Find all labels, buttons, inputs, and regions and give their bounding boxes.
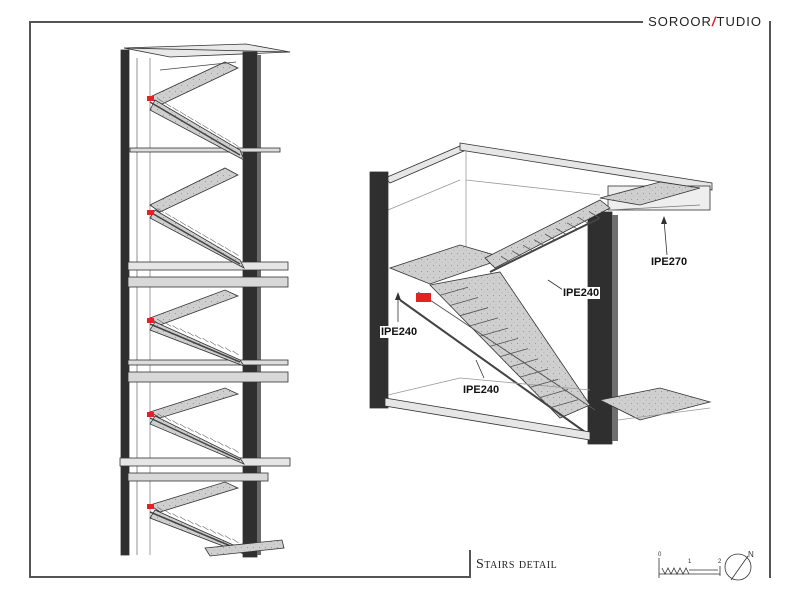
frame-top-left xyxy=(29,21,643,23)
scale-bar xyxy=(658,558,721,578)
label-ipe240-mid: IPE240 xyxy=(562,287,601,299)
flight-4 xyxy=(149,387,246,465)
frame-right xyxy=(769,21,771,578)
top-beam-back xyxy=(459,142,713,191)
connector-plate xyxy=(147,96,154,101)
stair-detail xyxy=(369,142,713,445)
brand-logo: SOROOR/TUDIO xyxy=(648,14,762,29)
scale-zigzag xyxy=(661,567,690,575)
connector-plate xyxy=(147,504,154,509)
column-left xyxy=(120,49,130,556)
label-ipe270: IPE270 xyxy=(650,256,689,268)
top-beam-left xyxy=(384,145,467,184)
leader-ipe240-bottom xyxy=(475,359,485,379)
floor-beam-3 xyxy=(127,359,289,366)
column-right-detail xyxy=(587,211,613,445)
label-ipe240-bottom: IPE240 xyxy=(462,384,501,396)
title-divider xyxy=(469,550,471,578)
top-landing xyxy=(599,181,701,206)
brand-slash: / xyxy=(711,14,717,29)
flight-2 xyxy=(149,167,245,269)
floor-beam-2 xyxy=(127,261,289,271)
bottom-beam xyxy=(384,397,591,441)
north-label: N xyxy=(748,550,754,559)
flight-3 xyxy=(149,289,246,367)
north-arrow xyxy=(724,553,752,581)
connector-plate-detail xyxy=(416,293,431,302)
scale-tick-0: 0 xyxy=(658,552,662,558)
frame-bottom xyxy=(29,576,471,578)
column-right-web xyxy=(257,55,261,555)
sheet-title: Stairs detail xyxy=(476,557,558,572)
connector-plate xyxy=(147,318,154,323)
stair-tower xyxy=(119,43,291,558)
tower-base-landing xyxy=(204,539,285,557)
label-ipe240-left: IPE240 xyxy=(380,326,419,338)
floor-beam-1 xyxy=(129,147,281,153)
tower-treads xyxy=(157,98,239,544)
scale-tick-1: 1 xyxy=(688,559,692,565)
bottom-landing xyxy=(598,387,712,421)
floor-beam-4-lower xyxy=(127,472,269,482)
connector-plate xyxy=(147,210,154,215)
upper-flight xyxy=(484,199,611,269)
connector-plate xyxy=(147,412,154,417)
floor-beam-3-lower xyxy=(127,371,289,383)
floor-beam-2-lower xyxy=(127,276,289,288)
leader-ipe270 xyxy=(663,219,668,256)
brand-right: TUDIO xyxy=(716,14,762,29)
tower-roof-beam xyxy=(123,43,291,58)
brand-left: SOROOR xyxy=(648,14,712,29)
floor-beam-4 xyxy=(119,457,291,467)
frame-left xyxy=(29,21,31,578)
column-left-detail xyxy=(369,171,389,409)
scale-tick-2: 2 xyxy=(718,559,722,565)
